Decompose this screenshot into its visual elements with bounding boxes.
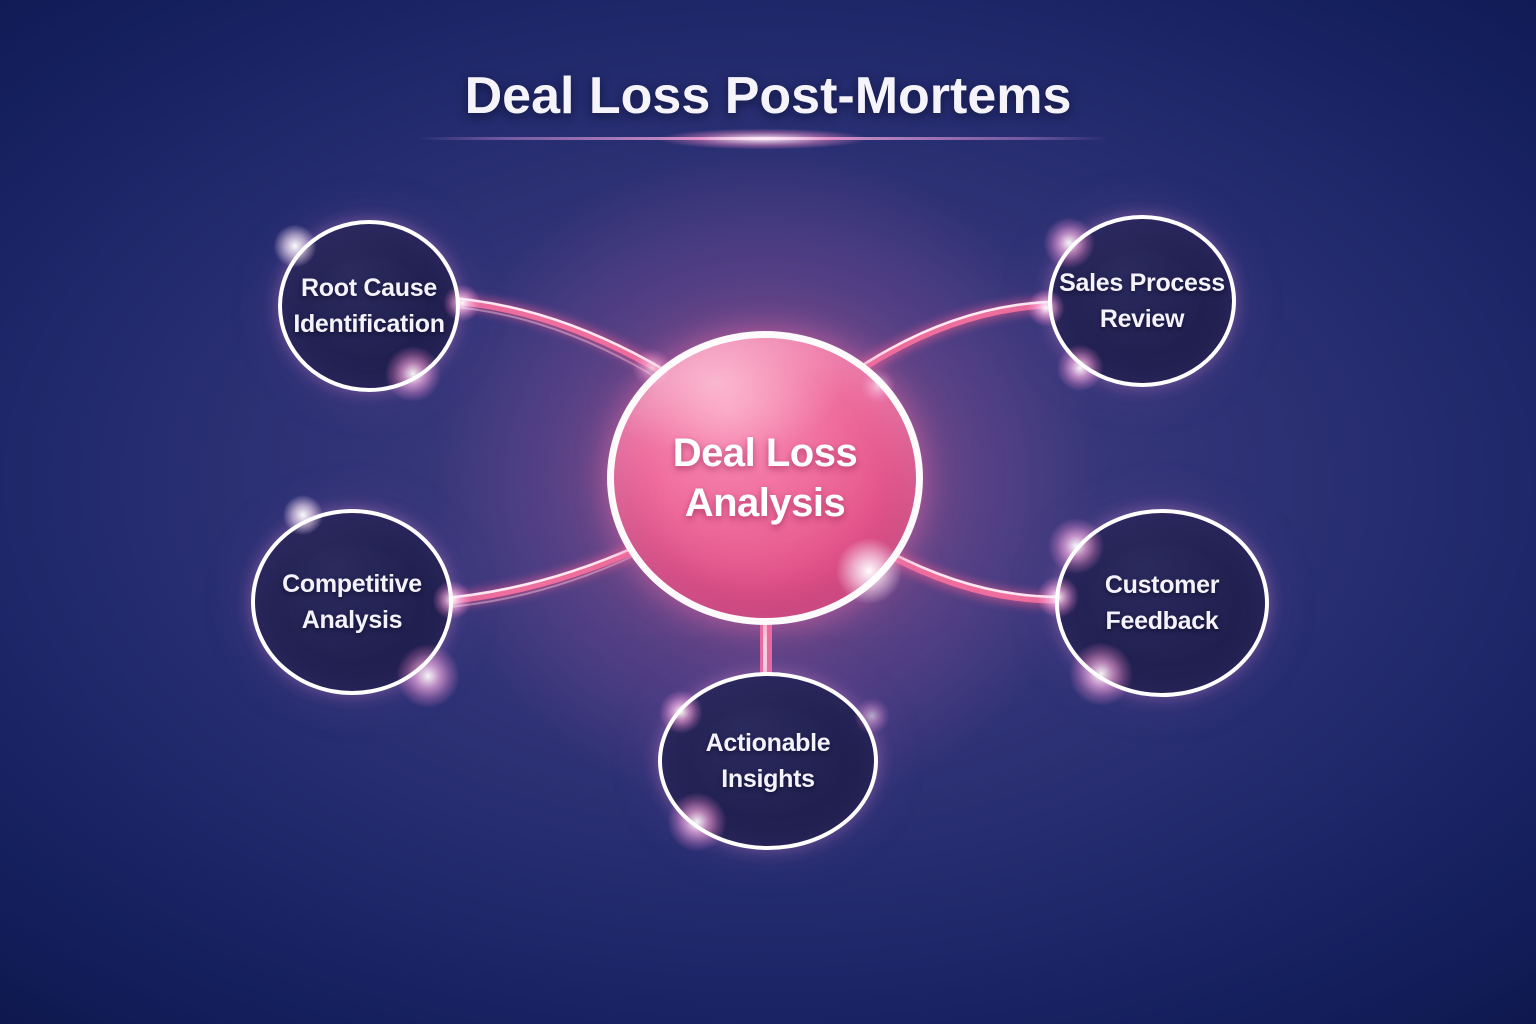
connector-actionable xyxy=(756,610,776,686)
node-label-line2: Identification xyxy=(293,310,445,338)
hub-label: Deal Loss Analysis xyxy=(672,428,858,528)
node-label-line1: Actionable xyxy=(705,729,831,757)
node-actionable-insights: Actionable Insights xyxy=(658,672,878,850)
node-label: Root Cause Identification xyxy=(293,270,445,342)
node-competitive-analysis: Competitive Analysis xyxy=(251,509,453,695)
node-customer-feedback: Customer Feedback xyxy=(1055,509,1269,697)
node-root-cause-identification: Root Cause Identification xyxy=(278,220,460,392)
node-label: Customer Feedback xyxy=(1104,567,1220,639)
node-label: Competitive Analysis xyxy=(282,566,422,638)
node-label-line1: Root Cause xyxy=(301,274,437,302)
node-label-line1: Competitive xyxy=(282,570,422,598)
connector-root-cause xyxy=(431,293,675,382)
node-label-line2: Analysis xyxy=(301,606,403,634)
node-label-line2: Insights xyxy=(721,765,815,793)
node-label-line1: Customer xyxy=(1104,571,1220,599)
hub-label-line2: Analysis xyxy=(684,481,846,525)
node-label-line1: Sales Process xyxy=(1059,269,1225,297)
node-label-line2: Review xyxy=(1099,305,1185,333)
diagram-title: Deal Loss Post-Mortems xyxy=(464,67,1072,125)
node-label: Actionable Insights xyxy=(706,725,831,797)
node-deal-loss-analysis: Deal Loss Analysis xyxy=(607,331,923,625)
hub-label-line1: Deal Loss xyxy=(672,431,858,475)
node-label-line2: Feedback xyxy=(1105,607,1219,635)
node-label: Sales Process Review xyxy=(1059,265,1225,337)
node-sales-process-review: Sales Process Review xyxy=(1048,215,1236,387)
